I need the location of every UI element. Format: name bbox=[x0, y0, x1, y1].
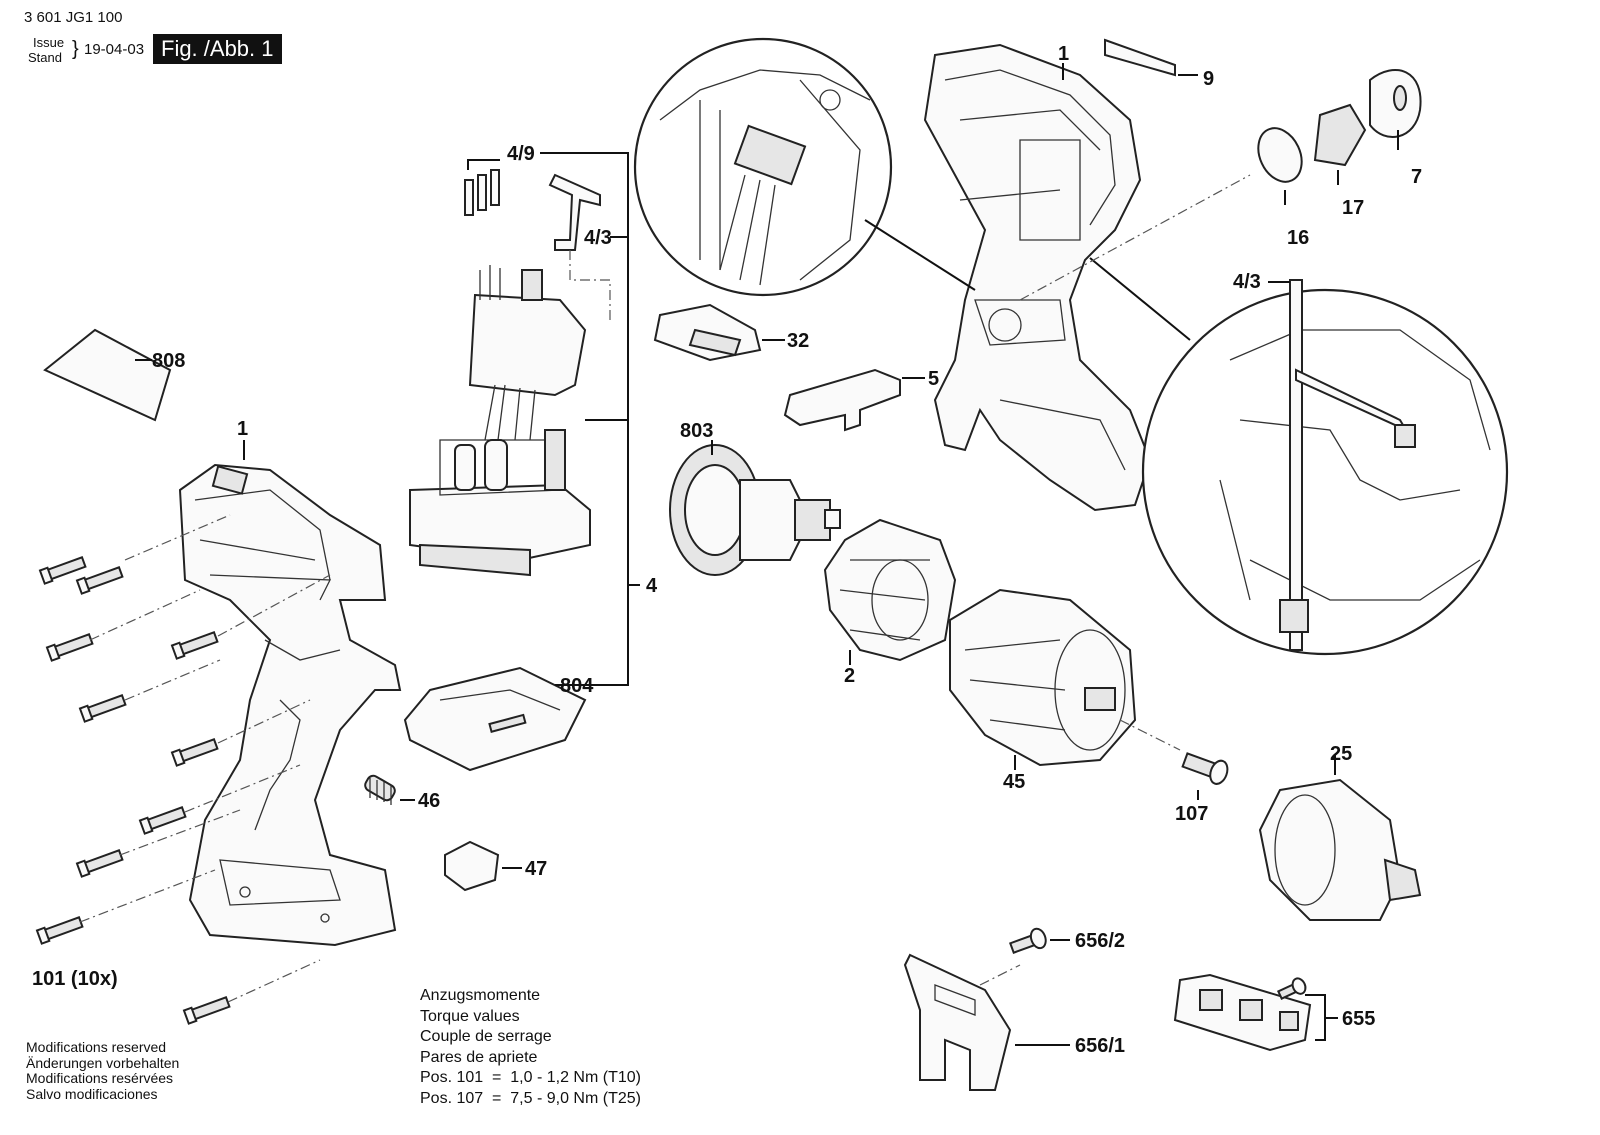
battery-contact-plate-804 bbox=[403, 666, 600, 772]
torque-line-de: Anzugsmomente bbox=[420, 987, 541, 1004]
label-sticker-part bbox=[1104, 38, 1198, 77]
label-655: 655 bbox=[1342, 1008, 1375, 1030]
torque-values: Anzugsmomente Torque values Couple de se… bbox=[420, 986, 641, 1109]
label-17: 17 bbox=[1342, 197, 1364, 219]
torque-line-en: Torque values bbox=[420, 1007, 520, 1025]
torque-pos-107: Pos. 107 = 7,5 - 9,0 Nm (T25) bbox=[420, 1089, 641, 1107]
direction-switch-5 bbox=[783, 368, 925, 432]
label-47: 47 bbox=[525, 858, 547, 880]
note-de: Änderungen vorbehalten bbox=[26, 1054, 180, 1071]
issue-label-de: Stand bbox=[28, 50, 62, 65]
modification-notes: Modifications reserved Änderungen vorbeh… bbox=[26, 1039, 180, 1102]
housing-half-top bbox=[923, 43, 1152, 512]
label-4: 4 bbox=[646, 575, 658, 597]
screw-656-2 bbox=[1009, 927, 1070, 954]
label-7: 7 bbox=[1411, 166, 1422, 188]
label-4-3-top: 4/3 bbox=[584, 227, 612, 249]
gearbox-45 bbox=[949, 588, 1181, 770]
label-101: 101 (10x) bbox=[32, 968, 118, 990]
doc-number: 3 601 JG1 100 bbox=[24, 9, 123, 26]
label-2: 2 bbox=[844, 665, 855, 687]
label-656-2: 656/2 bbox=[1075, 930, 1125, 952]
switch-slider-32 bbox=[653, 303, 785, 362]
label-16: 16 bbox=[1287, 227, 1309, 249]
torque-line-es: Pares de apriete bbox=[420, 1048, 538, 1066]
detail-circle-connector bbox=[633, 37, 976, 297]
label-32: 32 bbox=[787, 330, 809, 352]
label-1-top: 1 bbox=[1058, 43, 1069, 65]
note-fr: Modifications resérvées bbox=[26, 1070, 174, 1086]
torque-line-fr: Couple de serrage bbox=[420, 1028, 552, 1045]
cap-47 bbox=[444, 840, 522, 892]
label-804: 804 bbox=[560, 675, 594, 697]
stator-2 bbox=[823, 518, 957, 665]
parts-16-17-7 bbox=[1019, 69, 1422, 301]
label-656-1: 656/1 bbox=[1075, 1035, 1125, 1057]
detail-circle-wire-routing bbox=[1089, 257, 1509, 656]
label-1-left: 1 bbox=[237, 418, 248, 440]
belt-clip-656-1 bbox=[903, 953, 1070, 1091]
label-808: 808 bbox=[152, 350, 185, 372]
chuck-25 bbox=[1258, 755, 1422, 921]
electronics-module bbox=[409, 159, 611, 577]
label-107: 107 bbox=[1175, 803, 1208, 825]
issue-brace: } bbox=[72, 38, 79, 60]
note-es: Salvo modificaciones bbox=[26, 1085, 158, 1102]
screw-107 bbox=[1181, 752, 1229, 800]
figure-label: Fig. /Abb. 1 bbox=[153, 34, 282, 64]
housing-half-left bbox=[178, 463, 402, 947]
issue-date: 19-04-03 bbox=[84, 41, 145, 58]
label-5: 5 bbox=[928, 368, 939, 390]
label-4-3-detail: 4/3 bbox=[1233, 271, 1261, 293]
label-25: 25 bbox=[1330, 743, 1352, 765]
torque-pos-101: Pos. 101 = 1,0 - 1,2 Nm (T10) bbox=[420, 1069, 641, 1086]
label-808 bbox=[43, 328, 172, 422]
label-803: 803 bbox=[680, 420, 713, 442]
screws-101 bbox=[35, 514, 331, 1025]
label-9: 9 bbox=[1203, 68, 1214, 90]
part-4-bracket bbox=[540, 152, 640, 686]
rotor-803 bbox=[669, 440, 841, 576]
bit-holder-655 bbox=[1173, 973, 1338, 1052]
note-en: Modifications reserved bbox=[26, 1039, 167, 1055]
spring-46 bbox=[364, 774, 415, 805]
issue-label-en: Issue bbox=[33, 35, 65, 50]
label-46: 46 bbox=[418, 790, 440, 812]
label-4-9: 4/9 bbox=[507, 143, 535, 165]
label-45: 45 bbox=[1003, 771, 1025, 793]
